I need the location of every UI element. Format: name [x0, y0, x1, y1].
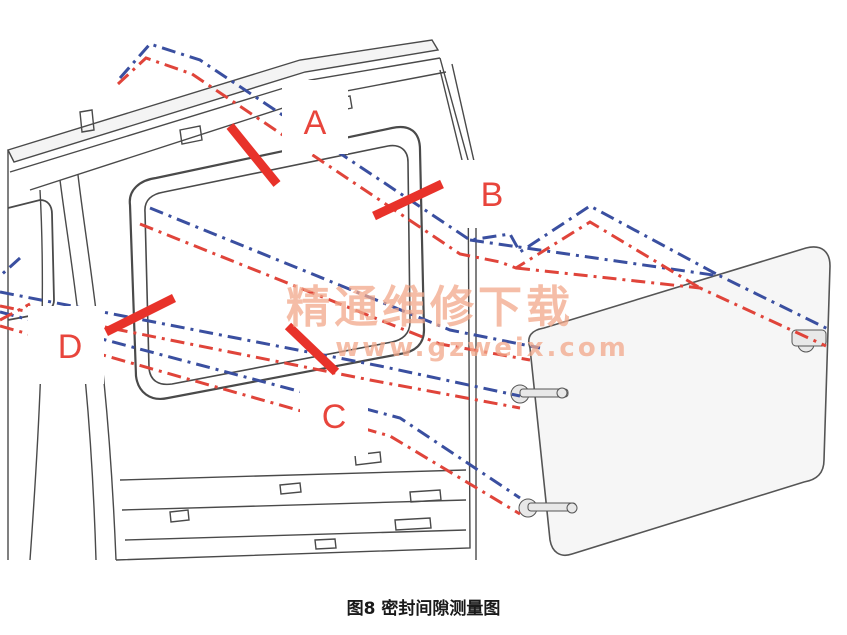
blue-dashed-guides — [0, 42, 831, 500]
measure-bar-d — [103, 293, 177, 337]
label-d: D — [28, 306, 104, 384]
mounting-stud-lower — [518, 498, 578, 518]
mounting-stud-upper — [510, 384, 569, 404]
label-b-text: B — [481, 176, 504, 214]
watermark: 精通维修下载 www.gzweix.com — [286, 282, 629, 363]
watermark-text: 精通维修下载 — [286, 282, 574, 333]
watermark-url: www.gzweix.com — [335, 333, 629, 363]
measure-bar-b — [372, 179, 444, 221]
measure-bar-c — [284, 322, 340, 376]
label-d-text: D — [58, 328, 83, 366]
red-dashed-guides — [0, 56, 827, 516]
label-a: A — [282, 80, 348, 154]
measure-bar-a — [226, 123, 281, 187]
glass-panel — [510, 246, 831, 556]
label-a-text: A — [304, 104, 327, 142]
figure-caption: 图8 密封间隙测量图 — [346, 599, 501, 619]
label-c-text: C — [322, 398, 347, 436]
label-c: C — [300, 380, 368, 456]
measure-bars — [103, 123, 444, 376]
label-b: B — [460, 160, 524, 228]
